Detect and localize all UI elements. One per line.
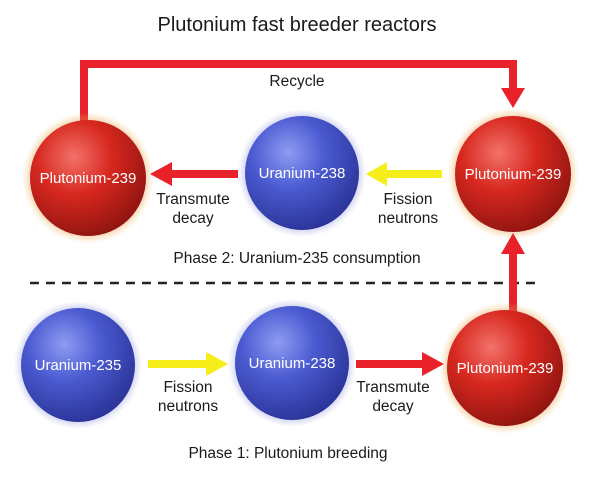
phase2-caption: Phase 2: Uranium-235 consumption	[173, 250, 420, 267]
phase1-fission-arrow	[148, 352, 228, 376]
phase2-transmute-label-line1: Transmute	[156, 191, 230, 208]
phase1-fission-label-line1: Fission	[163, 379, 212, 396]
phase2-fission-arrow	[366, 162, 442, 186]
phase1-uranium238-sphere	[228, 299, 356, 427]
phase1-transmute-label-line2: decay	[372, 398, 414, 415]
phase2-sphere-label-2: Uranium-238	[259, 165, 346, 182]
phase1-uranium235-sphere	[14, 301, 142, 429]
phase2-plutonium-sphere-left	[22, 112, 154, 244]
phase1-sphere-label-2: Uranium-238	[249, 355, 336, 372]
phase1-plutonium-sphere	[439, 302, 571, 434]
phase1-sphere-label-3: Plutonium-239	[457, 360, 554, 377]
phase2-sphere-label-3: Plutonium-239	[465, 166, 562, 183]
phase1-transmute-label-line1: Transmute	[356, 379, 430, 396]
phase2-sphere-label-1: Plutonium-239	[40, 170, 137, 187]
phase2-transmute-arrow	[150, 162, 238, 186]
diagram-title: Plutonium fast breeder reactors	[157, 14, 436, 36]
phase1-sphere-label-1: Uranium-235	[35, 357, 122, 374]
phase1-transmute-arrow	[356, 352, 444, 376]
phase2-transmute-label-line2: decay	[172, 210, 214, 227]
upward-arrow	[501, 233, 525, 312]
phase1-fission-label-line2: neutrons	[158, 398, 219, 415]
recycle-label: Recycle	[269, 73, 324, 90]
recycle-arrow	[80, 60, 525, 125]
phase2-fission-label-line2: neutrons	[378, 210, 439, 227]
phase2-uranium238-sphere	[238, 109, 366, 237]
phase1-caption: Phase 1: Plutonium breeding	[188, 445, 387, 462]
phase2-fission-label-line1: Fission	[383, 191, 432, 208]
phase2-plutonium-sphere-right	[447, 108, 579, 240]
